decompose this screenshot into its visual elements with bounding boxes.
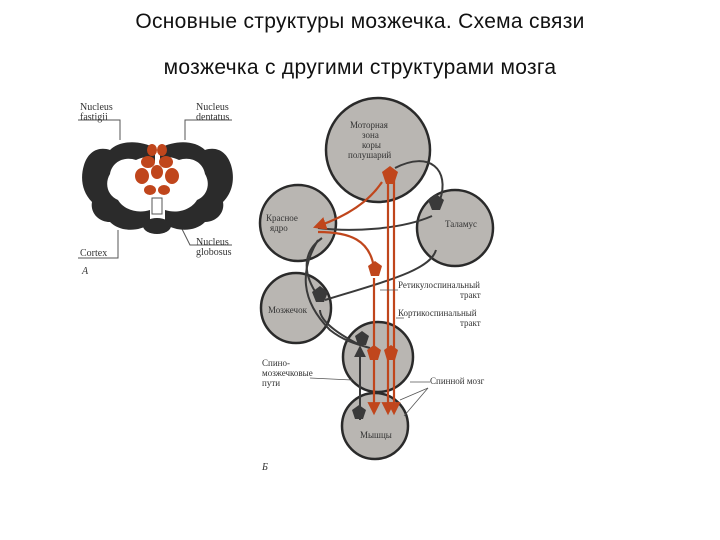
panel-b: Моторная зона коры полушарий Таламус Кра…	[258, 96, 495, 473]
label-spinocerebellar-2: мозжечковые	[262, 368, 313, 378]
cerebellum-cortex-shape	[82, 142, 233, 234]
leader-fastigii	[78, 119, 121, 140]
label-motor-cortex-2: зона	[362, 130, 379, 140]
red-nucleus-to-reticular	[317, 230, 376, 269]
path-cerebellum-to-spine	[304, 239, 371, 349]
reticular-neuron-marker	[368, 261, 382, 276]
label-nucleus-dentatus-2: dentatus	[196, 112, 229, 123]
spinal-dark-neuron-marker	[355, 331, 369, 345]
leader-spinocerebellar	[309, 377, 353, 381]
label-muscles: Мышцы	[360, 430, 392, 440]
label-reticulospinal-1: Ретикулоспинальный	[398, 280, 480, 290]
spinal-neuron-marker-1	[367, 345, 381, 360]
label-nucleus-globosus-1: Nucleus	[196, 237, 229, 248]
cortex-neuron-marker	[382, 166, 398, 184]
cerebellum-neuron-marker	[312, 286, 328, 302]
label-nucleus-dentatus-1: Nucleus	[196, 102, 229, 113]
label-thalamus: Таламус	[445, 219, 477, 229]
cortex-to-red-nucleus	[313, 181, 383, 230]
path-cerebellum-thalamus	[324, 249, 437, 301]
label-cerebellum: Мозжечок	[268, 305, 308, 315]
label-spinocerebellar-3: пути	[262, 378, 280, 388]
thalamus-neuron-marker	[428, 194, 444, 210]
label-spinal-cord: Спинной мозг	[430, 376, 485, 386]
panel-a: Nucleus fastigii Nucleus dentatus Cortex…	[78, 102, 233, 277]
cerebellar-nuclei	[135, 144, 179, 195]
label-spinocerebellar-1: Спино-	[262, 358, 290, 368]
spinal-neuron-marker-2	[384, 345, 398, 360]
path-spinocerebellar-upper	[319, 309, 361, 346]
path-cortex-to-red-nucleus-dark	[317, 215, 433, 231]
label-nucleus-fastigii-2: fastigii	[80, 112, 108, 123]
label-red-nucleus-1: Красное	[266, 213, 298, 223]
panel-a-label: А	[81, 266, 89, 277]
label-reticulospinal-2: тракт	[460, 290, 481, 300]
panel-b-label: Б	[261, 462, 268, 473]
label-red-nucleus-2: ядро	[270, 223, 288, 233]
label-nucleus-globosus-2: globosus	[196, 247, 232, 258]
leader-cortex	[78, 230, 119, 259]
motor-cortex-circle	[324, 96, 432, 204]
title-line-1: Основные структуры мозжечка. Схема связи	[135, 10, 585, 33]
label-motor-cortex-1: Моторная	[350, 120, 388, 130]
leader-spinal-cord-3	[403, 387, 429, 417]
label-cortex: Cortex	[80, 248, 107, 259]
leader-dentatus	[184, 119, 232, 140]
label-corticospinal-1: Кортикоспинальный	[398, 308, 477, 318]
leader-spinal-cord-2	[399, 387, 429, 401]
label-motor-cortex-4: полушарий	[348, 150, 391, 160]
path-thalamus-to-cortex	[394, 160, 444, 201]
muscle-dark-neuron-marker	[352, 405, 366, 419]
label-motor-cortex-3: коры	[362, 140, 381, 150]
label-nucleus-fastigii-1: Nucleus	[80, 102, 113, 113]
label-corticospinal-2: тракт	[460, 318, 481, 328]
title-line-2: мозжечка с другими структурами мозга	[163, 56, 557, 79]
